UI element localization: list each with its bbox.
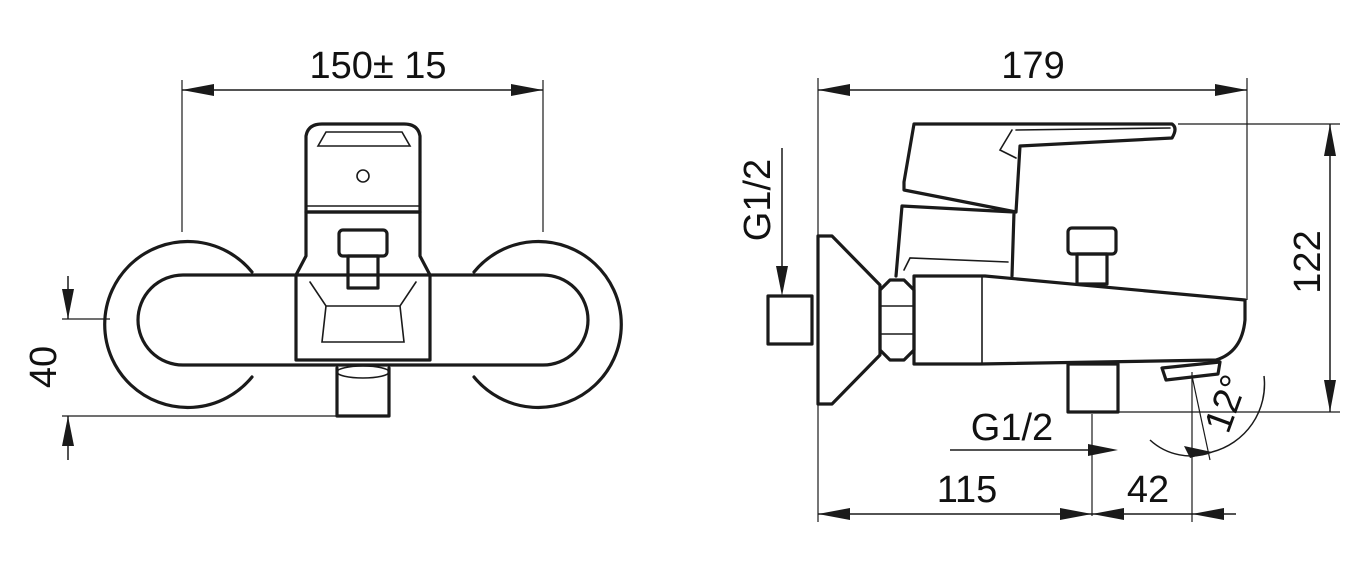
- spout-angle-label: 12°: [1197, 370, 1256, 438]
- body-neck: [894, 204, 1016, 278]
- aerator: [1160, 360, 1222, 382]
- side-view: 179 122 G1/2 G1/2 115 42 12°: [737, 45, 1340, 522]
- mixer-body: [136, 273, 590, 367]
- cartridge-cap: [304, 122, 422, 214]
- outlet-to-spout-label: 42: [1127, 469, 1169, 511]
- side-height-label: 122: [1287, 230, 1329, 293]
- lever-dot: [356, 169, 370, 183]
- outlet-thread-label: G1/2: [971, 407, 1053, 449]
- diverter-knob: [337, 228, 389, 258]
- hex-nut: [878, 278, 916, 362]
- side-diverter-knob: [1066, 226, 1118, 256]
- front-depth-label: 40: [23, 346, 65, 388]
- lever: [902, 122, 1177, 214]
- inlet-thread-label: G1/2: [737, 159, 779, 241]
- wall-flange: [816, 234, 882, 406]
- right-escutcheon: [472, 239, 623, 410]
- front-view: 150± 15 40: [23, 45, 623, 460]
- inlet-connector: [766, 294, 814, 346]
- front-width-label: 150± 15: [309, 45, 446, 87]
- left-escutcheon: [103, 239, 254, 410]
- spout-body: [912, 274, 1247, 366]
- lever-top: [316, 131, 412, 147]
- central-housing: [294, 210, 432, 362]
- side-width-label: 179: [1001, 45, 1064, 87]
- outlet-nozzle: [335, 366, 391, 418]
- side-outlet-nozzle: [1066, 362, 1120, 414]
- wall-to-outlet-label: 115: [937, 469, 998, 511]
